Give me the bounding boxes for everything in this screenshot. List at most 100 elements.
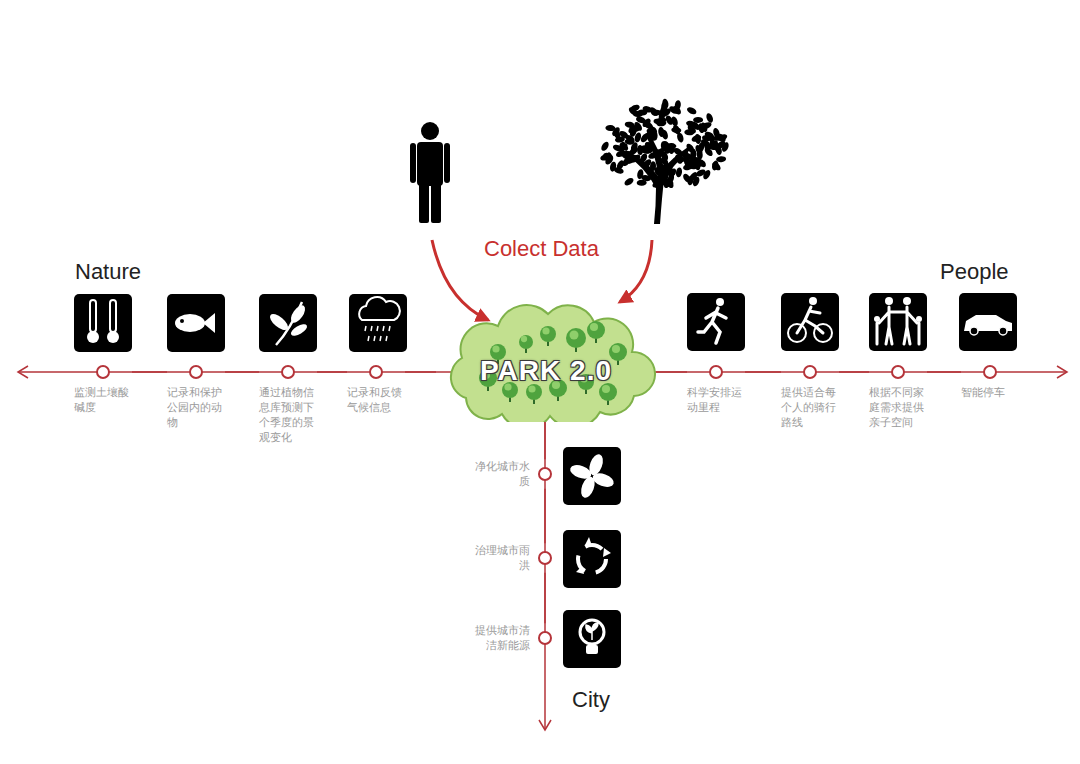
timeline-connector	[405, 371, 436, 373]
point-caption: 智能停车	[961, 385, 1019, 400]
connector-label: Colect Data	[484, 236, 599, 262]
tree-figure	[618, 141, 630, 152]
tree-figure	[716, 132, 727, 143]
timeline-dot	[538, 631, 552, 645]
timeline-point: 提供城市清洁新能源	[470, 623, 552, 653]
bulb-icon	[563, 610, 621, 668]
weather-icon	[359, 297, 400, 320]
car-icon	[999, 327, 1007, 335]
tree-figure	[647, 124, 659, 135]
timeline-point: 提供适合每个人的骑行路线	[781, 365, 839, 430]
leaf-icon	[267, 311, 290, 333]
weather-icon	[389, 326, 390, 331]
weather-icon	[349, 294, 407, 352]
park-trees	[612, 345, 620, 353]
family-icon	[869, 293, 927, 351]
car-icon	[959, 293, 1017, 351]
person-figure	[410, 122, 450, 223]
timeline-dot	[803, 365, 817, 379]
tree-figure	[619, 141, 626, 152]
weather-icon	[386, 336, 387, 341]
tree-figure	[715, 145, 723, 156]
pinwheel-icon	[563, 447, 621, 505]
timeline-point: 记录和反馈气候信息	[347, 365, 405, 415]
runner-icon	[687, 293, 745, 351]
park-trees	[492, 345, 499, 352]
leaf-icon	[259, 294, 317, 352]
timeline-connector	[544, 489, 546, 543]
timeline-connector	[656, 371, 687, 373]
timeline-dot	[538, 467, 552, 481]
tree-figure	[643, 147, 653, 154]
bulb-icon	[586, 623, 598, 640]
tree-figure	[721, 141, 730, 153]
cyclist-icon	[781, 293, 839, 351]
leaf-icon	[289, 322, 309, 338]
tree-figure	[602, 152, 613, 161]
park-trees	[587, 321, 605, 339]
bulb-icon	[563, 610, 621, 668]
runner-icon	[687, 293, 745, 351]
person-figure	[444, 143, 450, 183]
family-icon	[874, 297, 922, 322]
tree-figure	[716, 156, 726, 163]
park-trees	[519, 335, 533, 349]
weather-icon	[377, 326, 378, 331]
tree-figure	[705, 112, 714, 123]
tree-figure	[711, 161, 722, 172]
park-trees	[526, 384, 542, 400]
timeline-connector	[544, 422, 546, 459]
tree-figure	[691, 134, 702, 143]
timeline-point: 根据不同家庭需求提供亲子空间	[869, 365, 927, 430]
tree-figure	[701, 121, 713, 131]
axis-line	[1057, 366, 1067, 378]
tree-figure	[693, 117, 703, 123]
tree-figure	[628, 145, 640, 156]
park-trees	[590, 323, 598, 331]
thermometer-icon	[74, 294, 132, 352]
timeline-dot	[369, 365, 383, 379]
point-caption: 根据不同家庭需求提供亲子空间	[869, 385, 927, 430]
tree-figure	[650, 161, 657, 171]
park-trees	[540, 326, 556, 342]
timeline-dot	[709, 365, 723, 379]
tree-figure	[659, 166, 670, 174]
tree-figure	[674, 153, 684, 165]
tree-figure	[637, 180, 647, 187]
point-caption: 通过植物信息库预测下个季度的景观变化	[259, 385, 317, 444]
tree-figure	[695, 160, 705, 167]
timeline-connector	[544, 573, 546, 623]
weather-icon	[365, 326, 390, 341]
tree-figure	[675, 167, 682, 178]
tree-figure	[633, 111, 643, 118]
tree-figure	[653, 118, 663, 125]
timeline-connector	[225, 371, 259, 373]
tree-figure	[685, 142, 696, 154]
point-caption: 提供适合每个人的骑行路线	[781, 385, 839, 430]
leaf-icon	[288, 303, 308, 325]
tree-figure	[660, 129, 669, 140]
timeline-point: 智能停车	[961, 365, 1019, 400]
weather-icon	[349, 294, 407, 352]
tree-figure	[613, 166, 624, 175]
tree-figure	[670, 116, 679, 127]
tree-figure	[642, 105, 653, 113]
cyclist-icon	[797, 307, 823, 333]
family-icon	[877, 307, 919, 344]
tree-figure	[676, 132, 685, 143]
tree-figure	[625, 155, 637, 166]
tree-figure	[696, 157, 707, 168]
bulb-icon	[580, 620, 604, 644]
tree-figure	[624, 121, 635, 128]
tree-figure	[662, 98, 669, 109]
weather-icon	[368, 336, 369, 341]
park-trees	[570, 331, 579, 340]
tree-figure	[641, 117, 652, 128]
person-figure	[419, 182, 429, 223]
weather-icon	[365, 326, 366, 331]
point-caption: 治理城市雨洪	[470, 543, 530, 573]
tree-figure	[682, 172, 693, 184]
timeline-point: 记录和保护公园内的动物	[167, 365, 225, 430]
timeline-point: 治理城市雨洪	[470, 543, 552, 573]
